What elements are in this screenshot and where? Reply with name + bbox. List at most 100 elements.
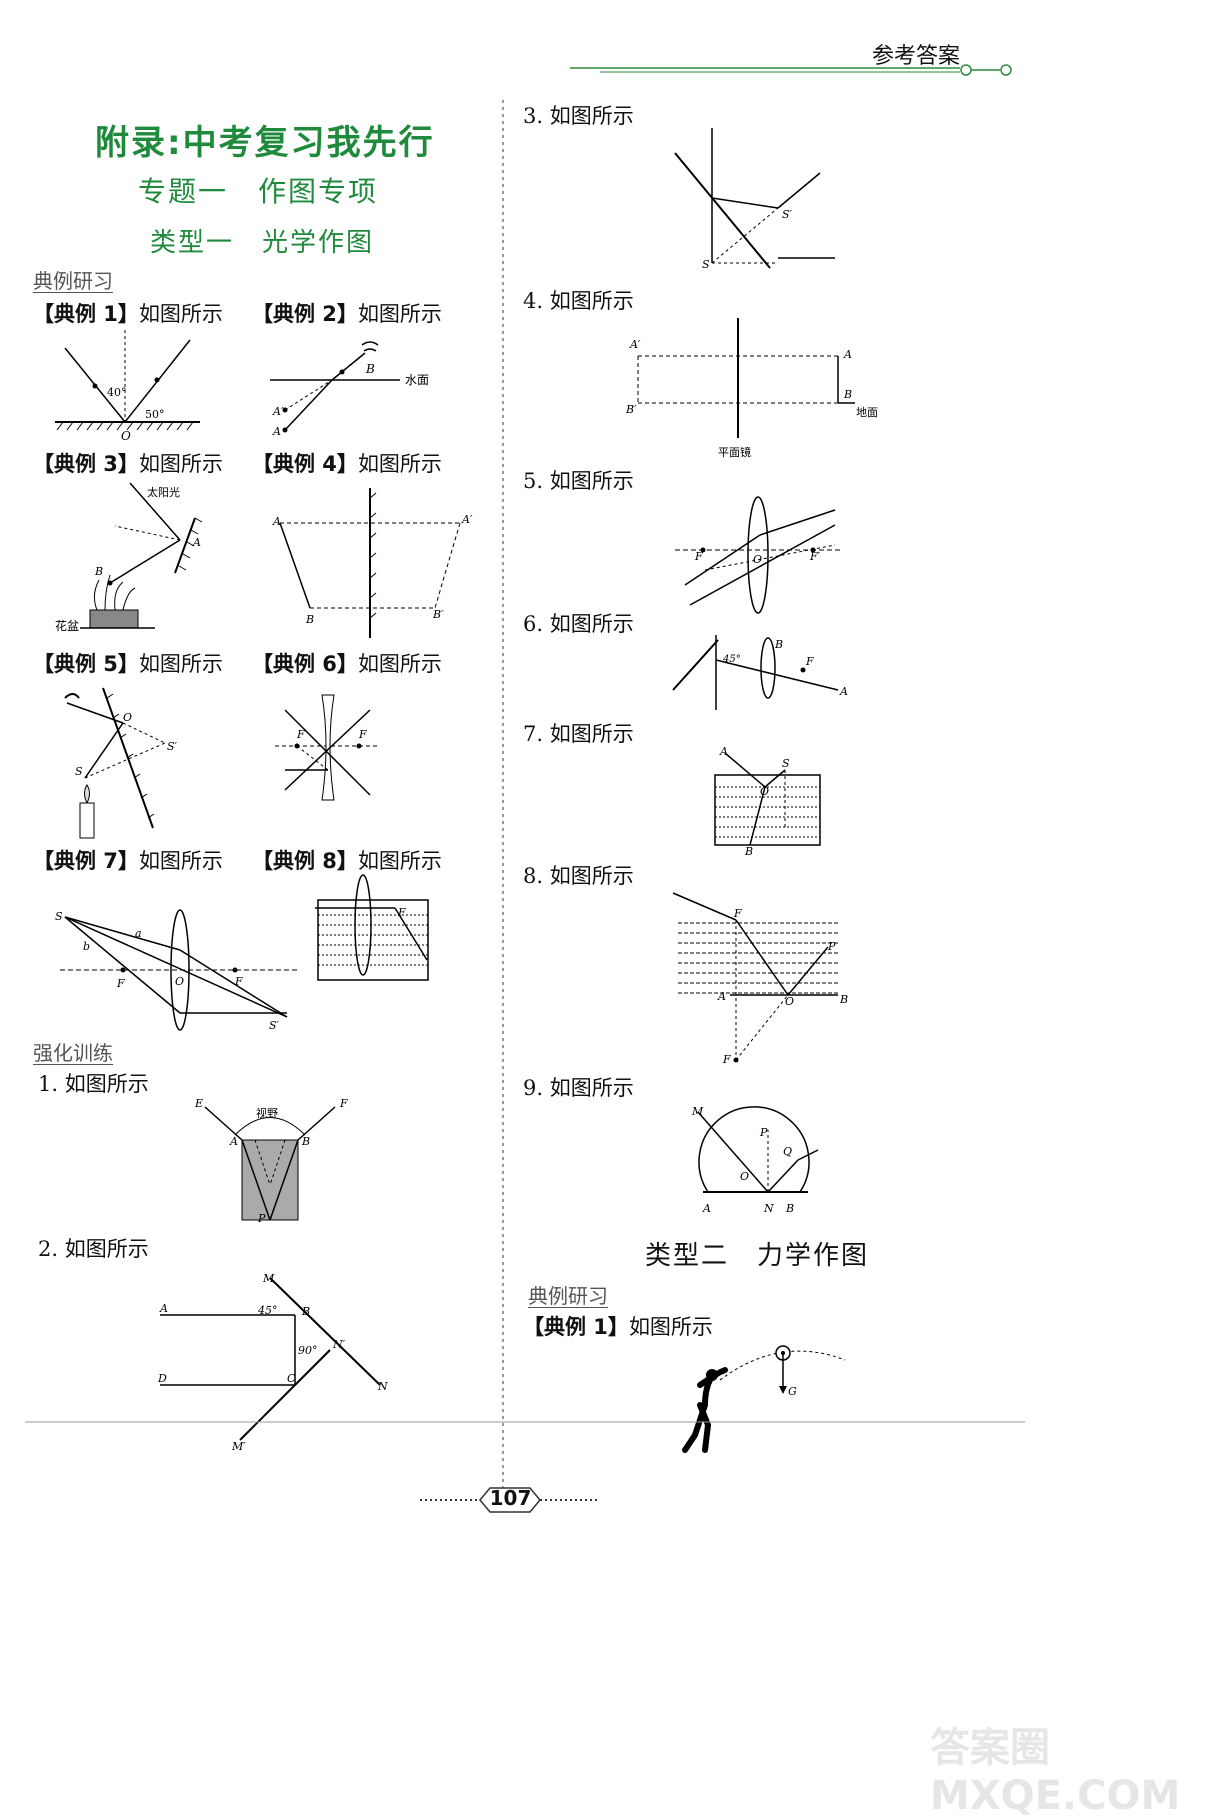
svg-text:A′: A′ (629, 338, 641, 351)
svg-text:F: F (694, 550, 703, 563)
svg-text:A: A (229, 1135, 238, 1148)
example-6-figure: F F (275, 694, 380, 801)
svg-text:G: G (788, 1385, 797, 1398)
example-1-label: 【典例 1】如图所示 (33, 302, 223, 326)
svg-text:E: E (194, 1097, 203, 1110)
example-7-label: 【典例 7】如图所示 (33, 849, 223, 873)
svg-text:45°: 45° (257, 1304, 278, 1317)
svg-text:N: N (763, 1202, 774, 1215)
example-3-figure: 太阳光 A B 花盆 (55, 482, 203, 633)
example-2-label: 【典例 2】如图所示 (252, 302, 442, 326)
svg-text:B: B (843, 388, 852, 401)
training-3-figure: S′ S (674, 128, 835, 271)
training-1-figure: E F A B 视野 P (194, 1097, 348, 1225)
svg-text:N: N (377, 1380, 388, 1393)
svg-text:A: A (272, 515, 281, 528)
svg-text:F′: F′ (809, 550, 821, 563)
type2-example-figure: G (682, 1345, 846, 1453)
column-divider (502, 100, 504, 1490)
svg-text:A: A (719, 745, 728, 758)
training-6-figure: 45° B F A (672, 635, 848, 710)
watermark: 答案圈 MXQE.COM (930, 1725, 1181, 1819)
svg-text:F: F (722, 1053, 731, 1065)
svg-text:A′: A′ (272, 405, 284, 418)
example-3-label: 【典例 3】如图所示 (33, 452, 223, 476)
svg-text:C: C (287, 1372, 296, 1385)
type2-example-label: 【典例 1】如图所示 (523, 1315, 713, 1339)
page-number: 107 (489, 1486, 532, 1510)
training-4-label: 4. 如图所示 (523, 289, 634, 313)
svg-text:B: B (301, 1135, 310, 1148)
svg-text:B: B (744, 845, 753, 855)
svg-text:太阳光: 太阳光 (147, 485, 180, 499)
page-number-decoration (420, 1487, 598, 1513)
section-typical-2: 典例研习 (528, 1284, 608, 1308)
svg-text:S: S (55, 910, 63, 923)
svg-text:A: A (159, 1302, 168, 1315)
svg-text:O: O (753, 553, 762, 566)
footer-rule (25, 1421, 1025, 1423)
svg-text:F: F (733, 907, 742, 920)
training-9-figure: M P O Q A N B (691, 1105, 819, 1215)
svg-text:B: B (785, 1202, 794, 1215)
svg-text:S′: S′ (269, 1019, 280, 1032)
svg-text:F: F (339, 1097, 348, 1110)
training-5-figure: F F′ O (675, 496, 840, 614)
training-1-label: 1. 如图所示 (38, 1072, 149, 1096)
svg-text:a: a (135, 927, 142, 940)
example-4-label: 【典例 4】如图所示 (252, 452, 442, 476)
svg-text:B: B (94, 565, 103, 578)
svg-text:b: b (83, 940, 90, 953)
svg-text:平面镜: 平面镜 (718, 445, 751, 459)
svg-text:50°: 50° (145, 408, 165, 421)
svg-text:B: B (774, 638, 783, 651)
svg-text:O: O (121, 429, 131, 443)
training-3-label: 3. 如图所示 (523, 104, 634, 128)
header-rule (570, 64, 1012, 76)
svg-text:O: O (740, 1170, 749, 1183)
svg-text:A′: A′ (461, 513, 473, 526)
svg-text:P: P (257, 1212, 266, 1225)
svg-text:B: B (839, 993, 848, 1006)
svg-text:A: A (717, 990, 726, 1003)
svg-text:P: P (827, 940, 836, 953)
training-7-label: 7. 如图所示 (523, 722, 634, 746)
svg-text:O: O (175, 975, 184, 988)
svg-text:F: F (358, 728, 367, 741)
svg-text:A: A (839, 685, 848, 698)
training-6-label: 6. 如图所示 (523, 612, 634, 636)
type1-title: 类型一 光学作图 (150, 228, 375, 258)
svg-text:S: S (75, 765, 83, 778)
svg-text:M′: M′ (231, 1440, 246, 1453)
svg-text:水面: 水面 (405, 373, 429, 387)
svg-text:B′: B′ (625, 403, 637, 416)
svg-text:F: F (234, 975, 243, 988)
svg-text:花盆: 花盆 (55, 618, 79, 633)
svg-text:S′: S′ (782, 208, 793, 221)
training-8-figure: F P A B O F (672, 892, 848, 1065)
main-title: 附录:中考复习我先行 (95, 123, 435, 163)
training-5-label: 5. 如图所示 (523, 469, 634, 493)
svg-text:B: B (301, 1305, 310, 1318)
svg-text:A: A (192, 536, 201, 549)
example-4-figure: A A′ B B′ (272, 488, 473, 638)
svg-text:45°: 45° (722, 654, 741, 665)
svg-text:F: F (805, 655, 814, 668)
example-2-figure: B 水面 A′ A (270, 341, 429, 438)
topic-title: 专题一 作图专项 (138, 175, 379, 208)
training-4-figure: A′ B′ A B 地面 平面镜 (625, 318, 878, 459)
svg-text:地面: 地面 (856, 406, 878, 419)
svg-text:B′: B′ (432, 608, 444, 621)
svg-text:90°: 90° (298, 1344, 318, 1357)
training-7-figure: A S O B (714, 745, 821, 855)
training-9-label: 9. 如图所示 (523, 1076, 634, 1100)
svg-text:F: F (296, 728, 305, 741)
example-1-figure: 40° 50° O (55, 330, 200, 443)
svg-text:S: S (702, 258, 710, 271)
example-7-figure: S a b F F O S′ (55, 909, 300, 1032)
training-8-label: 8. 如图所示 (523, 864, 634, 888)
svg-text:A: A (702, 1202, 711, 1215)
training-2-figure: A D M 45° B 90° N′ N C M′ (157, 1272, 388, 1453)
example-5-label: 【典例 5】如图所示 (33, 652, 223, 676)
svg-text:F: F (116, 977, 125, 990)
